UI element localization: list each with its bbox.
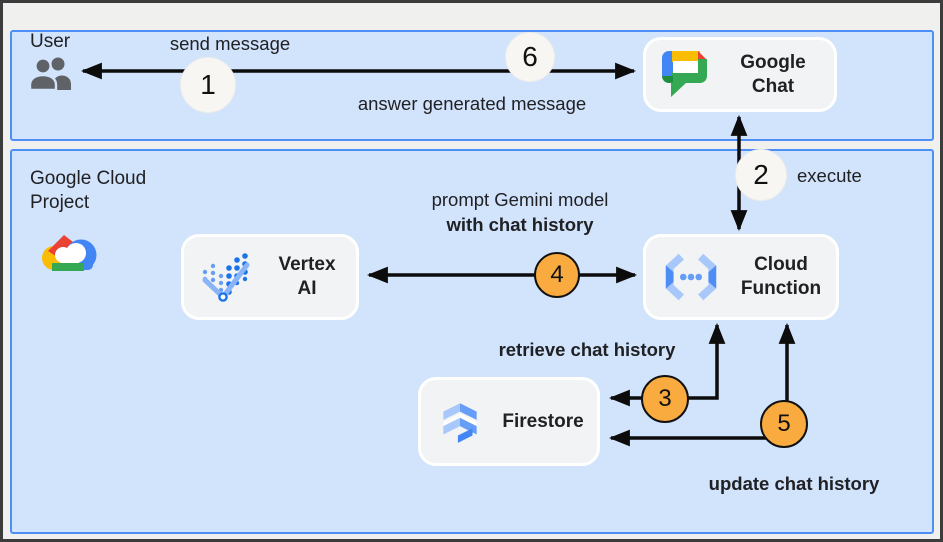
edge-label-execute: execute — [797, 165, 862, 186]
step-circle-1: 1 — [180, 57, 236, 113]
step-circle-5: 5 — [760, 400, 808, 448]
google-cloud-logo — [42, 235, 97, 271]
node-google-chat: Google Chat — [643, 37, 837, 112]
node-vertex-ai: Vertex AI — [181, 234, 359, 320]
edge-label-prompt-gemini: prompt Gemini model with chat history — [431, 189, 609, 235]
node-google-chat-label: Google Chat — [740, 51, 806, 97]
node-cloud-function: Cloud Function — [643, 234, 839, 320]
step-circle-2: 2 — [735, 149, 787, 201]
edge-label-send-message: send message — [169, 33, 291, 54]
step-circle-3: 3 — [641, 375, 689, 423]
node-cloud-function-label: Cloud Function — [740, 254, 822, 299]
step-circle-4: 4 — [534, 252, 580, 298]
node-firestore-label: Firestore — [502, 410, 584, 432]
step-circle-6: 6 — [505, 32, 555, 82]
google-chat-icon — [662, 50, 707, 97]
edge-label-answer-generated-message: answer generated message — [357, 93, 587, 114]
gcp-section-label: Google Cloud Project — [30, 168, 147, 213]
firestore-icon — [443, 402, 477, 443]
edge-label-update-chat-history: update chat history — [708, 473, 880, 494]
group-people-icon — [28, 57, 71, 92]
vertex-ai-icon — [202, 253, 250, 302]
node-vertex-ai-label: Vertex AI — [278, 254, 336, 299]
cloud-functions-icon — [665, 253, 717, 301]
user-section-label: User — [30, 31, 71, 52]
node-firestore: Firestore — [418, 377, 600, 466]
edge-label-retrieve-chat-history: retrieve chat history — [498, 339, 676, 360]
